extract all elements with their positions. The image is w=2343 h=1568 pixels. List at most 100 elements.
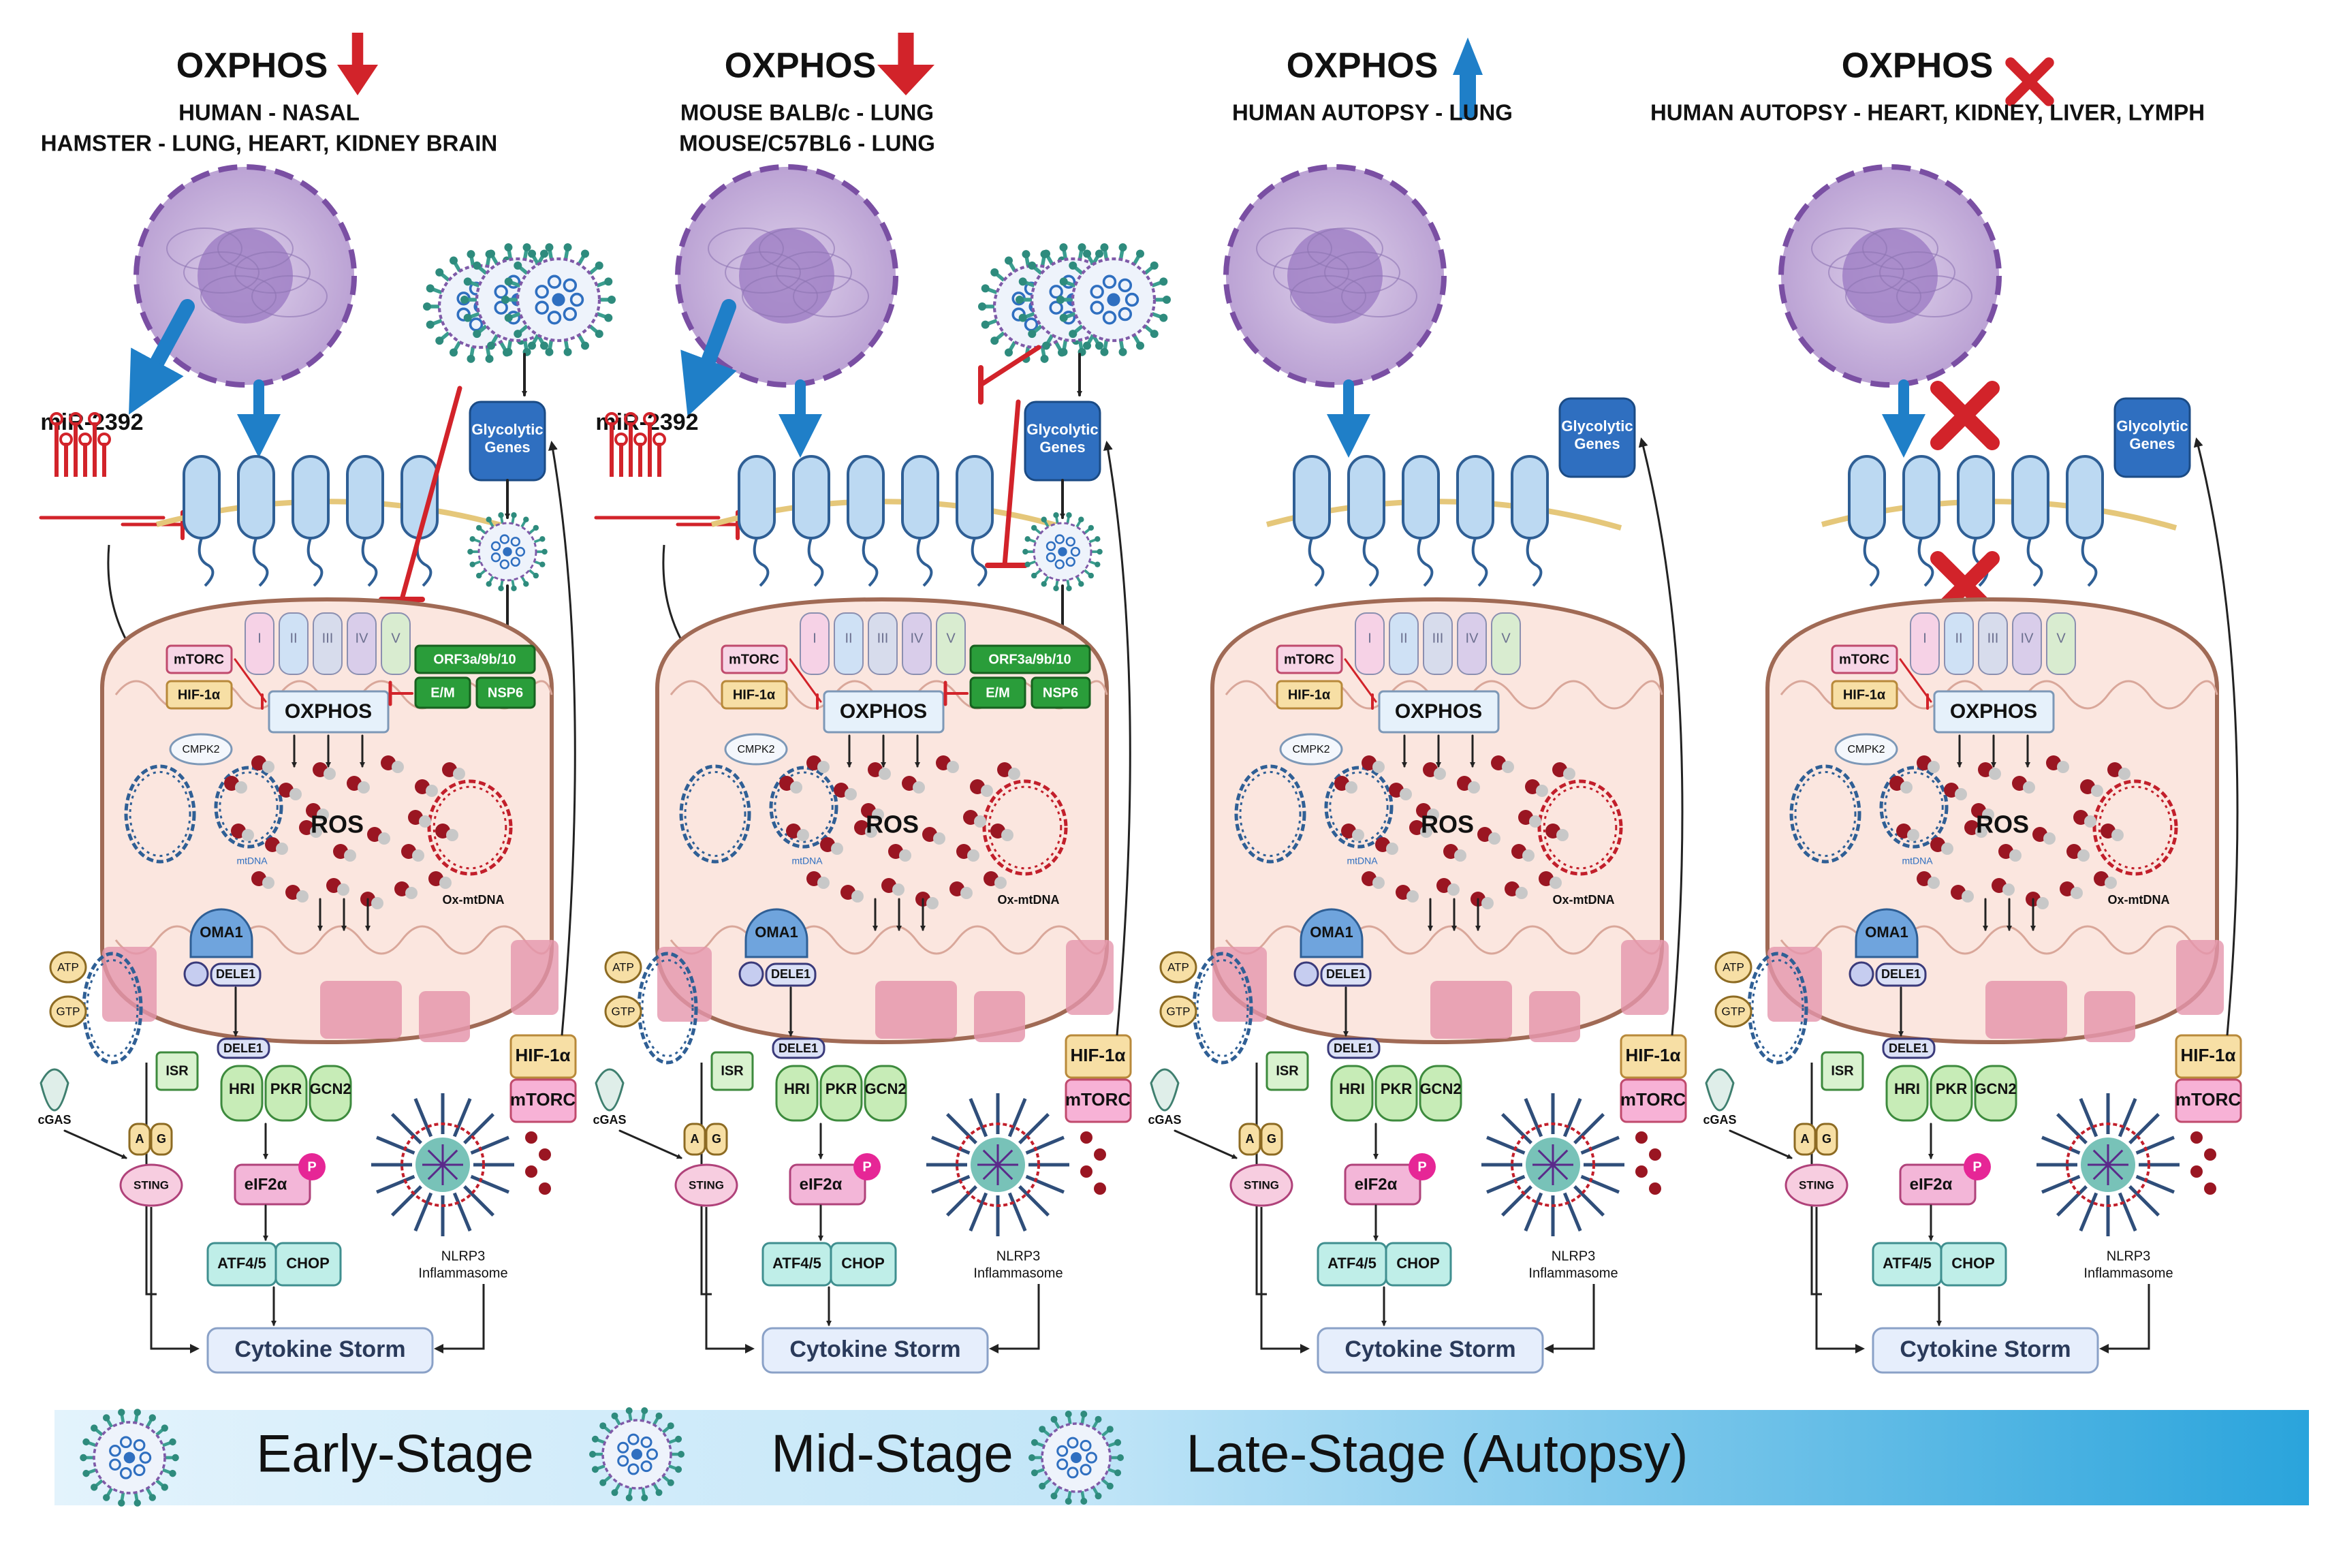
virus-rna-coil: [515, 546, 526, 557]
etc-complex-II: [1389, 612, 1419, 675]
etc-complex-I: [1355, 612, 1385, 675]
virus-spike-tip: [655, 1489, 663, 1496]
nlrp3-arm: [1580, 1135, 1620, 1155]
orf-label: ORF3a/9b/10: [988, 652, 1071, 667]
etc-complex-V: [2046, 612, 2076, 675]
sting-g-label: G: [157, 1132, 166, 1146]
etc-complex-IV: [1457, 612, 1487, 675]
virus-spike-tip: [511, 512, 517, 518]
ros-dot: [1635, 1165, 1648, 1178]
membrane-receptor: [1511, 455, 1549, 539]
nlrp3-label: NLRP3: [2107, 1249, 2150, 1264]
sting-a-subunit: [1238, 1123, 1261, 1156]
mirna-stem: [610, 422, 614, 477]
cmpk2-label: CMPK2: [1847, 744, 1885, 755]
virus-spike-tip: [1095, 341, 1103, 350]
oxphos-header: OXPHOS: [725, 46, 877, 86]
virus-spike-tip: [103, 1494, 110, 1501]
virus-rna-coil: [499, 534, 509, 544]
gcn2-kinase: [309, 1065, 352, 1122]
source-line: HUMAN - NASAL: [178, 100, 360, 125]
etc-complex-label: IV: [2021, 631, 2034, 646]
receptor-tail: [1471, 537, 1488, 587]
ros-dot-grey: [392, 761, 404, 773]
virus-rna-coil: [510, 556, 520, 567]
nlrp3-arm: [969, 1098, 988, 1138]
cytokine-storm-box: [761, 1327, 989, 1374]
chromatin-coil: [725, 251, 801, 294]
oxphos-down-arrow-head: [877, 65, 934, 95]
nlrp3-arm: [1018, 1112, 1050, 1144]
virus-spike-tip: [1150, 261, 1159, 270]
virus-spike-tip: [103, 1414, 110, 1422]
oma1-shape: [1300, 908, 1364, 958]
mtdna-circle: [1879, 766, 1949, 849]
isr-box: [155, 1051, 199, 1091]
virus-rna-coil: [627, 1433, 640, 1445]
virus-spike-tip: [1118, 347, 1127, 356]
nlrp3-arm: [452, 1192, 472, 1232]
nlrp3-ring: [956, 1123, 1040, 1207]
oma1-shape: [1855, 908, 1919, 958]
ros-dot-grey: [419, 815, 431, 828]
virus-spike-tip: [1065, 1498, 1072, 1505]
isr-box: [710, 1051, 754, 1091]
mtdna-replication: [679, 764, 751, 864]
ros-dot-grey: [1955, 788, 1967, 800]
phospho-badge: [1964, 1153, 1991, 1180]
hif-box: [509, 1034, 577, 1079]
virus-rna-coil: [617, 1455, 629, 1467]
nlrp3-arm: [1500, 1185, 1532, 1217]
nlrp3-arm: [463, 1185, 495, 1217]
dna-strand-b: [684, 770, 746, 858]
gtp-bubble: [1159, 995, 1197, 1028]
pkr-label: PKR: [270, 1080, 302, 1097]
virus-rna-coil: [1049, 285, 1063, 299]
etc-complex-V: [381, 612, 411, 675]
ros-dot-grey: [324, 768, 336, 780]
ros-dot-grey: [2023, 781, 2035, 794]
virus-spike-tip: [498, 512, 504, 518]
ros-dot-grey: [817, 877, 830, 889]
viral-inhibition-line-2: [1002, 399, 1021, 568]
virus-rna-coil: [563, 278, 578, 293]
ros-dot-grey: [1008, 768, 1020, 780]
cytokine-storm-box: [1872, 1327, 2099, 1374]
ros-dot-grey: [845, 788, 857, 800]
receptor-tail: [753, 537, 770, 587]
virus-spike-tip: [1053, 512, 1059, 518]
mirna-hairpin: [39, 412, 166, 520]
nlrp3-arm: [1500, 1112, 1532, 1144]
virus-spike-tip: [1078, 581, 1084, 587]
sting-g-subunit: [1815, 1123, 1838, 1156]
ros-dot-grey: [262, 761, 274, 773]
chromatin-coil: [200, 275, 277, 317]
chop-box: [830, 1242, 897, 1287]
hif-small-box: [721, 680, 788, 710]
nlrp3-arm: [470, 1174, 509, 1194]
ros-dot-grey: [960, 887, 973, 899]
gcn2-kinase: [1419, 1065, 1462, 1122]
stage-bar-fill: [54, 1410, 2309, 1505]
cgas-label: cGAS: [1148, 1113, 1181, 1127]
virus-spike-tip: [540, 341, 548, 350]
oxphos-header: OXPHOS: [1287, 46, 1438, 86]
mtorc-small-label: mTORC: [1839, 652, 1889, 667]
eif2a-box: [789, 1163, 866, 1206]
virus-spike-tip: [981, 320, 990, 329]
virus-spike-tip: [611, 1412, 618, 1420]
oxphos-up-arrow-shaft: [1460, 72, 1476, 119]
mirna-hairpin: [594, 412, 721, 520]
nsp6-label: NSP6: [1043, 685, 1078, 700]
ros-dot: [2190, 1131, 2203, 1144]
receptor-tail: [1526, 537, 1543, 587]
ros-dot-grey: [899, 849, 911, 862]
oxphos-down-arrow-head: [337, 65, 378, 95]
nlrp3-arm: [413, 1098, 433, 1138]
mtorc-small-label: mTORC: [1284, 652, 1334, 667]
virus-spike-tip: [1031, 1439, 1038, 1446]
etc-complex-label: IV: [356, 631, 369, 646]
virus-core: [631, 1449, 642, 1460]
dna-strand-b: [2098, 785, 2173, 870]
